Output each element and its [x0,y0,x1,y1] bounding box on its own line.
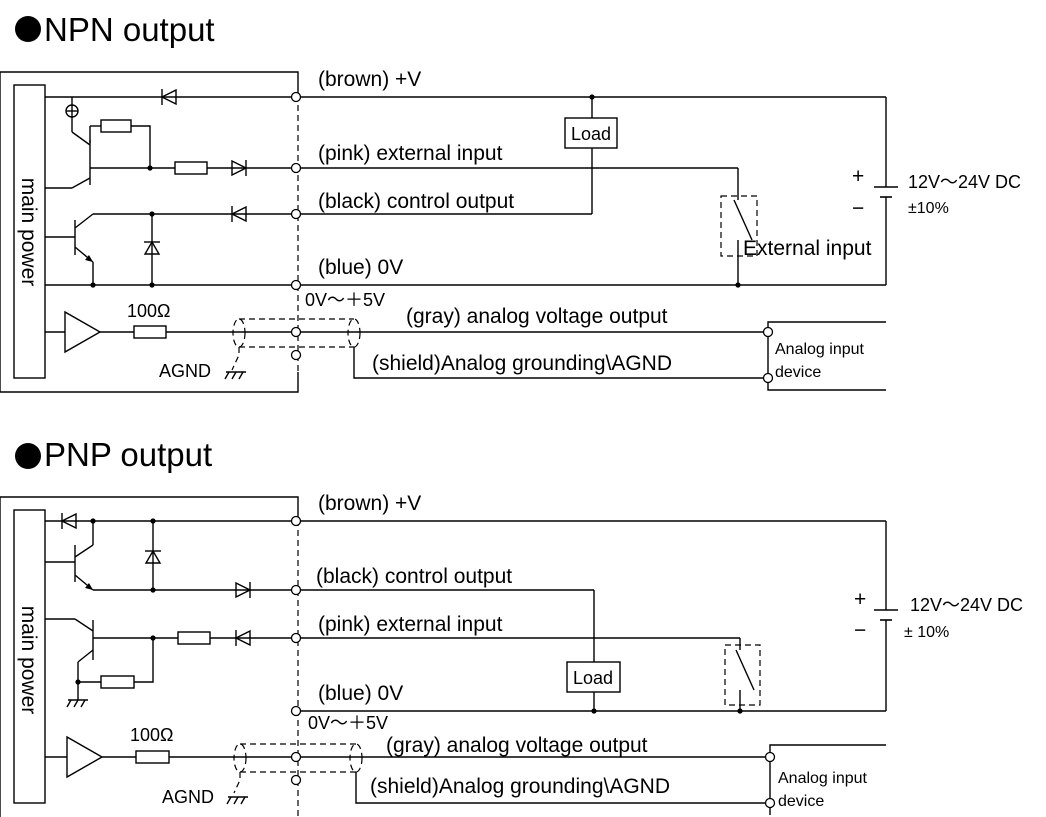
npn-title: NPN output [44,11,215,48]
npn-minus-sign: − [852,197,864,220]
pnp-shield-wire [355,772,768,804]
npn-terminal-gray [290,326,302,338]
pnp-load-label: Load [573,668,613,688]
pnp-resistor-bias-icon [100,675,135,689]
pnp-section: PNP output main power (brown) +V [0,436,1023,817]
pnp-blue-label: (blue) 0V [318,682,403,705]
npn-diode-brown-icon [160,88,177,106]
pnp-resistor-input-icon [177,631,211,645]
pnp-supply-voltage: 12V～24V DC [910,595,1023,615]
pnp-diode-output-icon [235,581,252,599]
npn-terminal-black [290,208,302,220]
npn-resistor-bias-icon [100,119,132,133]
npn-external-input-label: External input [743,237,872,260]
pnp-zener-icon [144,521,162,590]
pnp-brown-label: (brown) +V [318,492,421,515]
npn-pink-label: (pink) external input [318,142,503,165]
pnp-shield-right-icon [349,743,363,773]
pnp-supply-tolerance: ± 10% [904,624,949,641]
pnp-shield-label: (shield)Analog grounding\AGND [370,775,670,798]
npn-sensor-housing [0,71,299,393]
npn-resistor-input-icon [174,161,208,175]
pnp-pink-label: (pink) external input [318,613,503,636]
pnp-resistor-label: 100Ω [130,725,174,745]
pnp-output-transistor-icon [45,521,296,591]
pnp-main-power-label: main power [17,606,40,715]
npn-shield-wire [353,347,768,379]
pnp-diode-input-icon [234,629,251,647]
npn-main-power-label: main power [17,178,40,287]
pnp-sensor-housing [0,496,299,817]
npn-agnd-label: AGND [159,361,211,381]
pnp-plus-sign: + [854,588,866,611]
pnp-analog-device-line1: Analog input [778,770,868,787]
pnp-main-power-box [13,509,46,804]
npn-plus-sign: + [852,165,864,188]
npn-amplifier-icon [64,310,102,354]
npn-main-power-box [13,84,46,379]
npn-black-label: (black) control output [318,190,514,213]
npn-load-box [564,117,618,149]
npn-shield-label: (shield)Analog grounding\AGND [372,352,672,375]
npn-supply-voltage: 12V～24V DC [908,172,1021,192]
pnp-terminal-pink [290,632,302,644]
pnp-title: PNP output [44,436,212,473]
npn-ground-icon [224,371,246,380]
npn-load-label: Load [571,124,611,144]
pnp-black-label: (black) control output [316,565,512,588]
npn-terminal-shield [290,349,302,361]
npn-shield-left-icon [232,318,246,348]
pnp-terminal-blue [290,705,302,717]
pnp-terminal-gray [290,751,302,763]
npn-brown-label: (brown) +V [318,68,421,91]
pnp-external-switch-icon [735,649,755,691]
npn-terminal-blue [290,279,302,291]
npn-analog-device-box [767,321,886,391]
npn-output-transistor-icon [45,213,296,285]
pnp-minus-sign: − [854,619,866,642]
npn-terminal-pink [290,162,302,174]
npn-blue-label: (blue) 0V [318,256,403,279]
npn-analog-device-line2: device [775,364,821,381]
npn-section: NPN output main power (brown) +V [0,11,1021,393]
npn-external-switch-icon [733,199,753,241]
pnp-ground-icon [226,796,248,805]
npn-gray-label: (gray) analog voltage output [406,305,668,328]
npn-bullet-icon [15,16,41,42]
pnp-terminal-shield [290,774,302,786]
pnp-analog-device-box [769,744,886,815]
pnp-terminal-black [290,584,302,596]
pnp-external-switch-frame [724,644,761,706]
pnp-diode-brown-icon [60,512,77,530]
pnp-input-transistor-icon [45,618,94,685]
npn-analog-device-line1: Analog input [775,341,865,358]
npn-diode-output-icon [230,205,247,223]
npn-input-transistor-icon [45,97,91,189]
npn-analog-range: 0V～＋5V [305,290,385,310]
pnp-shield-left-icon [233,743,247,773]
npn-resistor-label: 100Ω [127,301,171,321]
pnp-amplifier-icon [66,735,104,779]
pnp-terminal-brown [290,515,302,527]
npn-diode-input-icon [231,159,248,177]
pnp-load-box [566,661,621,693]
pnp-ground-internal-icon [66,699,88,708]
npn-resistor-100-icon [133,325,167,339]
pnp-resistor-100-icon [135,750,170,764]
pnp-agnd-label: AGND [162,787,214,807]
npn-supply-tolerance: ±10% [908,200,949,217]
pnp-bullet-icon [15,443,41,469]
pnp-analog-range: 0V～＋5V [308,713,388,733]
npn-shield-right-icon [347,318,361,348]
npn-terminal-brown [290,91,302,103]
pnp-analog-device-line2: device [778,793,824,810]
pnp-gray-label: (gray) analog voltage output [386,734,648,757]
npn-external-switch-frame [720,195,758,257]
npn-zener-icon [143,214,161,285]
